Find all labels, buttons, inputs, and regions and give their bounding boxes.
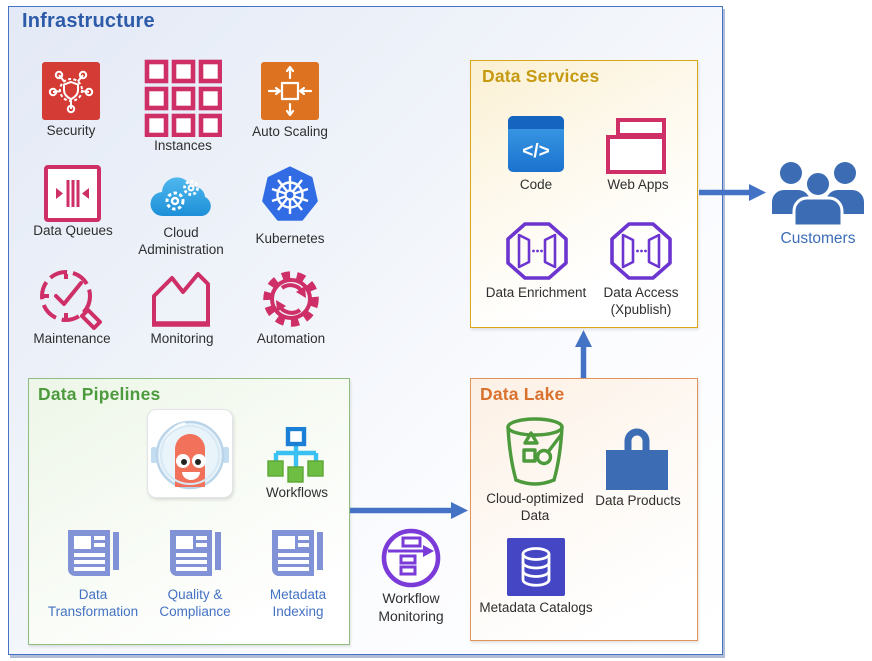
metadata-catalogs-label: Metadata Catalogs: [479, 600, 593, 615]
infrastructure-title: Infrastructure: [22, 10, 155, 32]
cloud-optimized-data-icon: [504, 416, 566, 490]
security-label: Security: [46, 123, 96, 138]
argo-mascot-icon: [147, 409, 233, 498]
data-pipelines-title: Data Pipelines: [38, 384, 161, 404]
maintenance-label: Maintenance: [33, 331, 111, 346]
quality-compliance-label: Quality & Compliance: [159, 587, 231, 619]
arrow-services-to-customers: [699, 182, 767, 203]
auto-scaling-icon: [261, 62, 319, 120]
monitoring-label: Monitoring: [150, 331, 214, 346]
code-icon: </>: [508, 116, 564, 172]
cloud-optimized-data-label: Cloud-optimized Data: [486, 491, 584, 523]
metadata-catalogs-icon: [507, 538, 565, 596]
quality-compliance-icon: [166, 522, 224, 582]
workflows-icon: [266, 427, 326, 483]
data-queues-icon: [44, 165, 101, 222]
automation-label: Automation: [256, 331, 326, 346]
web-apps-label: Web Apps: [607, 177, 669, 192]
data-queues-label: Data Queues: [33, 223, 113, 238]
instances-label: Instances: [154, 138, 212, 153]
data-transformation-icon: [64, 522, 122, 582]
web-apps-icon: [606, 118, 668, 174]
automation-icon: [260, 268, 322, 330]
data-services-title: Data Services: [482, 66, 600, 86]
data-transformation-label: Data Transformation: [47, 587, 139, 619]
data-products-icon: [604, 426, 670, 490]
data-enrichment-icon: [506, 222, 568, 280]
monitoring-icon: [150, 270, 212, 328]
workflow-monitoring-label: Workflow Monitoring: [378, 590, 444, 624]
workflows-label: Workflows: [265, 485, 328, 500]
customers-label: Customers: [780, 230, 856, 247]
cloud-administration-icon: [146, 168, 216, 222]
instances-icon: [144, 59, 222, 137]
svg-text:</>: </>: [522, 141, 549, 162]
data-access-icon: [610, 222, 672, 280]
data-products-label: Data Products: [595, 493, 681, 508]
data-services-group-box: [470, 60, 698, 328]
auto-scaling-label: Auto Scaling: [252, 124, 328, 139]
kubernetes-icon: [262, 166, 318, 224]
cloud-administration-label: Cloud Administration: [138, 225, 224, 257]
workflow-monitoring-icon: [380, 527, 442, 589]
data-access-label: Data Access (Xpublish): [603, 285, 679, 317]
data-lake-group-box: [470, 378, 698, 641]
security-icon: [42, 62, 100, 120]
data-enrichment-label: Data Enrichment: [485, 285, 587, 300]
code-label: Code: [519, 177, 553, 192]
kubernetes-label: Kubernetes: [255, 231, 325, 246]
maintenance-icon: [36, 266, 106, 334]
metadata-indexing-icon: [268, 522, 326, 582]
arrow-lake-to-services: [573, 330, 594, 379]
metadata-indexing-label: Metadata Indexing: [269, 587, 327, 619]
arrow-pipelines-to-lake: [350, 500, 470, 521]
data-lake-title: Data Lake: [480, 384, 565, 404]
customers-icon: [768, 158, 868, 230]
